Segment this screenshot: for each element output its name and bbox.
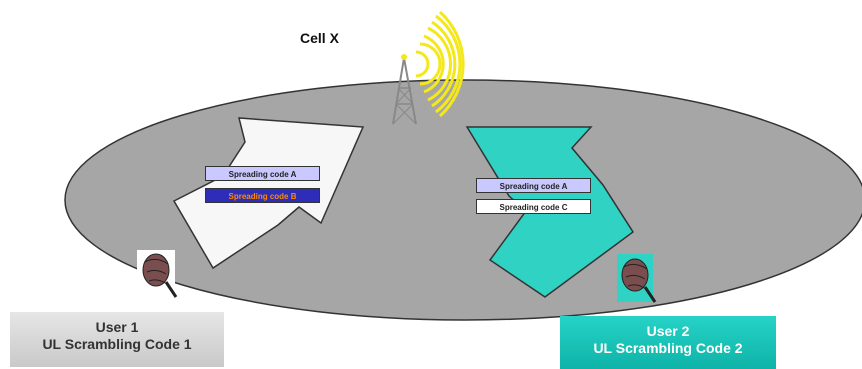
user2-spreading-code-a: Spreading code A [476, 178, 591, 193]
user2-spreading-code-c: Spreading code C [476, 199, 591, 214]
user1-spreading-code-a: Spreading code A [205, 166, 320, 181]
user2-phone-icon [617, 254, 657, 303]
user1-label-box: User 1 UL Scrambling Code 1 [10, 312, 224, 367]
base-station-tower-icon [392, 54, 417, 125]
user1-name: User 1 [95, 319, 139, 335]
cell-label: Cell X [300, 30, 339, 46]
user1-spreading-code-b: Spreading code B [205, 188, 320, 203]
radio-waves-icon [415, 10, 465, 118]
user2-label-box: User 2 UL Scrambling Code 2 [560, 316, 776, 369]
user1-phone-icon [137, 250, 178, 298]
user1-scrambling-code: UL Scrambling Code 1 [42, 336, 192, 352]
user2-scrambling-code: UL Scrambling Code 2 [593, 340, 743, 356]
user2-name: User 2 [646, 323, 690, 339]
